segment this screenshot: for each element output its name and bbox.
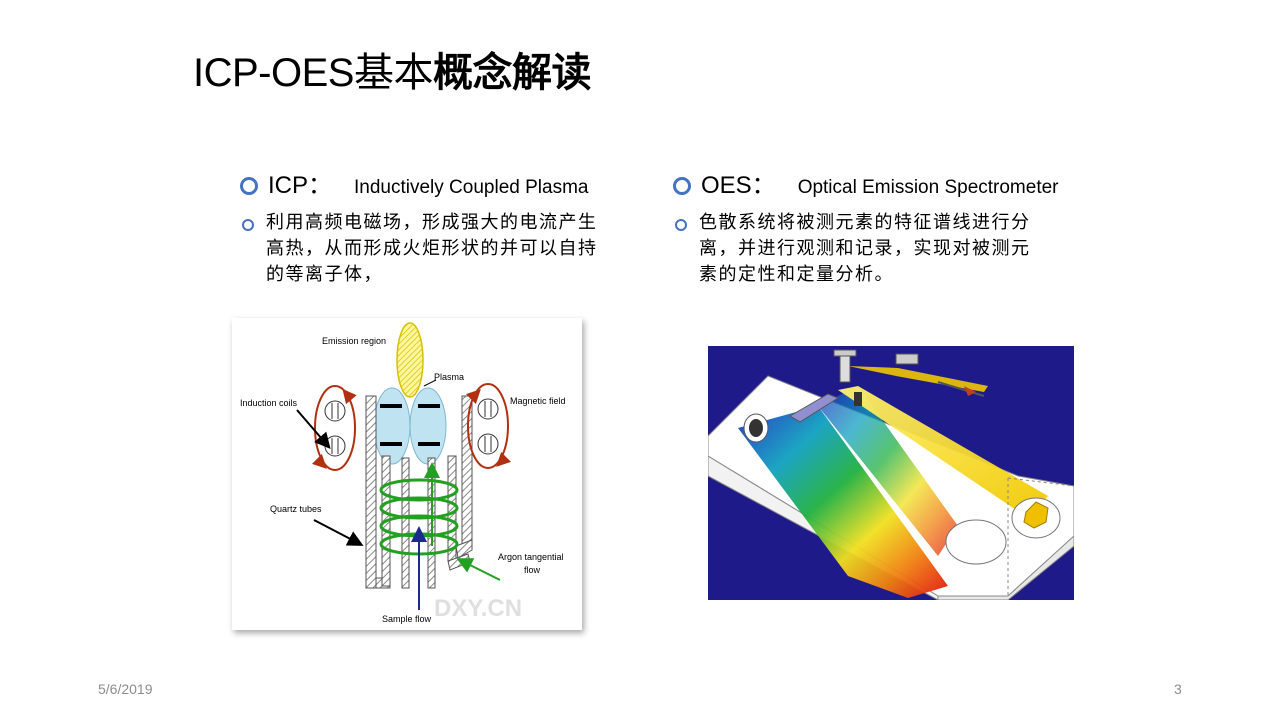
outer-tube-left bbox=[365, 395, 377, 589]
sub-bullet-icon bbox=[242, 219, 254, 231]
magnetic-field-left bbox=[311, 385, 357, 471]
inner-tube-left bbox=[401, 457, 410, 589]
oes-description-item: 色散系统将被测元素的特征谱线进行分离，并进行观测和记录，实现对被测元素的定性和定… bbox=[673, 210, 1063, 288]
dispersed-spectrum bbox=[738, 406, 948, 598]
title-light: ICP-OES基本 bbox=[193, 51, 433, 95]
label-quartz-tubes: Quartz tubes bbox=[270, 504, 322, 514]
emission-region-shape bbox=[396, 322, 424, 398]
icp-torch-svg: Emission region Plasma Induction coils M… bbox=[240, 322, 566, 624]
plasma-lobe-left bbox=[373, 387, 411, 465]
oes-full-name: Optical Emission Spectrometer bbox=[797, 177, 1059, 198]
label-argon-line1: Argon tangential bbox=[498, 552, 564, 562]
label-plasma: Plasma bbox=[434, 372, 464, 382]
footer-page-number: 3 bbox=[1174, 681, 1182, 697]
icp-description-item: 利用高频电磁场，形成强大的电流产生高热，从而形成火炬形状的并可以自持的等离子体， bbox=[240, 210, 630, 288]
watermark: DXY.CN bbox=[434, 595, 522, 622]
footer-date: 5/6/2019 bbox=[98, 681, 153, 697]
label-emission-region: Emission region bbox=[322, 336, 386, 346]
oes-heading: OES： Optical Emission Spectrometer bbox=[673, 165, 1063, 200]
oes-column: OES： Optical Emission Spectrometer 色散系统将… bbox=[673, 165, 1063, 288]
plasma-lobe-right bbox=[409, 387, 447, 465]
detector-port-left bbox=[945, 519, 1007, 565]
icp-description: 利用高频电磁场，形成强大的电流产生高热，从而形成火炬形状的并可以自持的等离子体， bbox=[266, 212, 598, 285]
bullet-icon bbox=[673, 177, 691, 195]
grating bbox=[789, 393, 840, 423]
magnetic-field-right bbox=[465, 383, 512, 469]
yellow-beam bbox=[838, 386, 1048, 518]
outer-tube-right bbox=[461, 395, 473, 547]
sub-bullet-icon bbox=[675, 219, 687, 231]
oes-spectrometer-diagram bbox=[707, 346, 1075, 601]
slide-title: ICP-OES基本概念解读 bbox=[193, 40, 591, 98]
oes-key: OES： bbox=[701, 172, 776, 199]
middle-tube-right bbox=[447, 455, 457, 562]
icp-column: ICP： Inductively Coupled Plasma 利用高频电磁场，… bbox=[240, 165, 630, 288]
label-sample-flow: Sample flow bbox=[382, 614, 432, 624]
label-induction-coils: Induction coils bbox=[240, 398, 298, 408]
bullet-icon bbox=[240, 177, 258, 195]
icp-torch-diagram: Emission region Plasma Induction coils M… bbox=[232, 318, 582, 630]
icp-full-name: Inductively Coupled Plasma bbox=[354, 177, 589, 198]
oes-spectrometer-svg bbox=[707, 349, 1075, 601]
label-magnetic-field: Magnetic field bbox=[510, 396, 566, 406]
icp-heading: ICP： Inductively Coupled Plasma bbox=[240, 165, 630, 200]
label-argon-line2: flow bbox=[524, 565, 541, 575]
icp-key: ICP： bbox=[268, 172, 333, 199]
title-bold: 概念解读 bbox=[432, 51, 592, 95]
oes-description: 色散系统将被测元素的特征谱线进行分离，并进行观测和记录，实现对被测元素的定性和定… bbox=[699, 212, 1031, 285]
